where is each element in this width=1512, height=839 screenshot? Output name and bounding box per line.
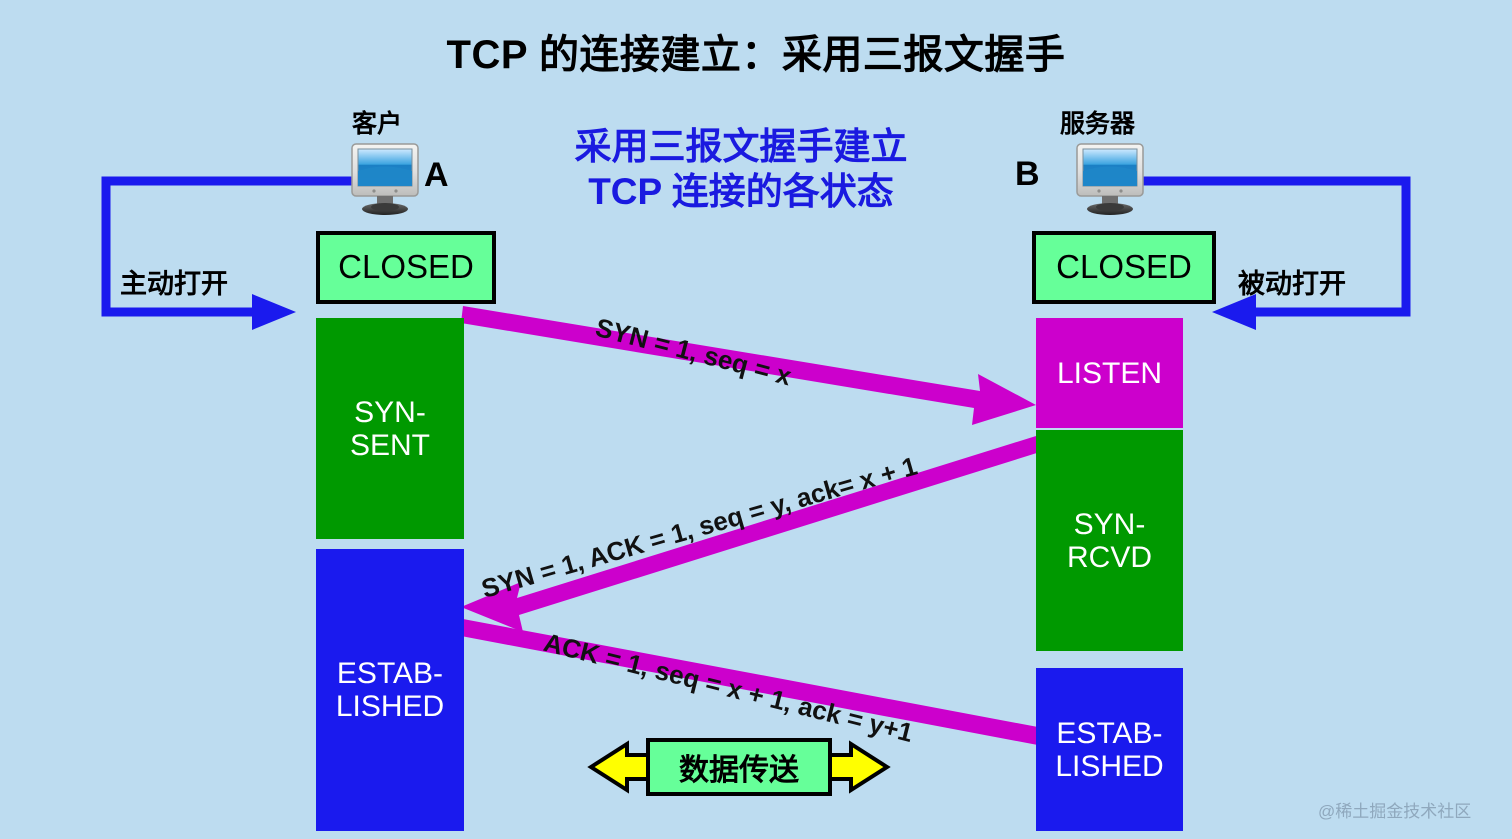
passive-open-arrow [1140,176,1411,330]
annotation-line-1: 采用三报文握手建立 [574,126,908,167]
desktop-monitor-icon-server [1076,143,1144,215]
data-transfer-right-arrow [828,740,891,794]
state-box-client-syn-sent: SYN- SENT [316,318,464,539]
data-transfer-left-arrow [587,740,650,794]
state-box-client-closed: CLOSED [316,231,496,304]
data-transfer-box: 数据传送 [646,738,832,796]
state-label-line-2: LISHED [335,690,445,723]
state-box-server-established: ESTAB- LISHED [1036,668,1183,831]
segment-3-arrow [461,619,1163,774]
client-letter: A [424,156,449,194]
segment-1-arrow [461,306,1036,425]
segment-2-arrow [461,436,1040,632]
passive-open-label: 被动打开 [1238,269,1346,299]
annotation-line-2: TCP 连接的各状态 [588,171,894,213]
server-letter: B [1015,155,1040,193]
state-label-line-2: RCVD [1066,540,1152,574]
state-label-line-1: SYN- [354,395,426,429]
state-box-client-established: ESTAB- LISHED [316,549,464,831]
state-label-line-1: ESTAB- [1056,716,1163,750]
state-box-server-listen: LISTEN [1036,318,1183,428]
active-open-arrow [101,176,372,330]
state-label-line-2: LISHED [1055,749,1164,783]
state-label-line-1: SYN- [1073,507,1146,541]
state-label-line-2: SENT [349,428,430,462]
desktop-monitor-icon-client [351,143,419,215]
state-box-server-syn-rcvd: SYN- RCVD [1036,430,1183,651]
watermark: @稀土掘金技术社区 [1318,802,1472,821]
state-box-server-closed: CLOSED [1032,231,1216,304]
active-open-label: 主动打开 [120,269,228,299]
server-caption: 服务器 [1060,110,1136,138]
client-caption: 客户 [352,110,403,138]
page-title: TCP 的连接建立：采用三报文握手 [446,33,1066,77]
state-label-line-1: ESTAB- [336,657,444,690]
diagram-annotation: 采用三报文握手建立 TCP 连接的各状态 [506,124,976,214]
